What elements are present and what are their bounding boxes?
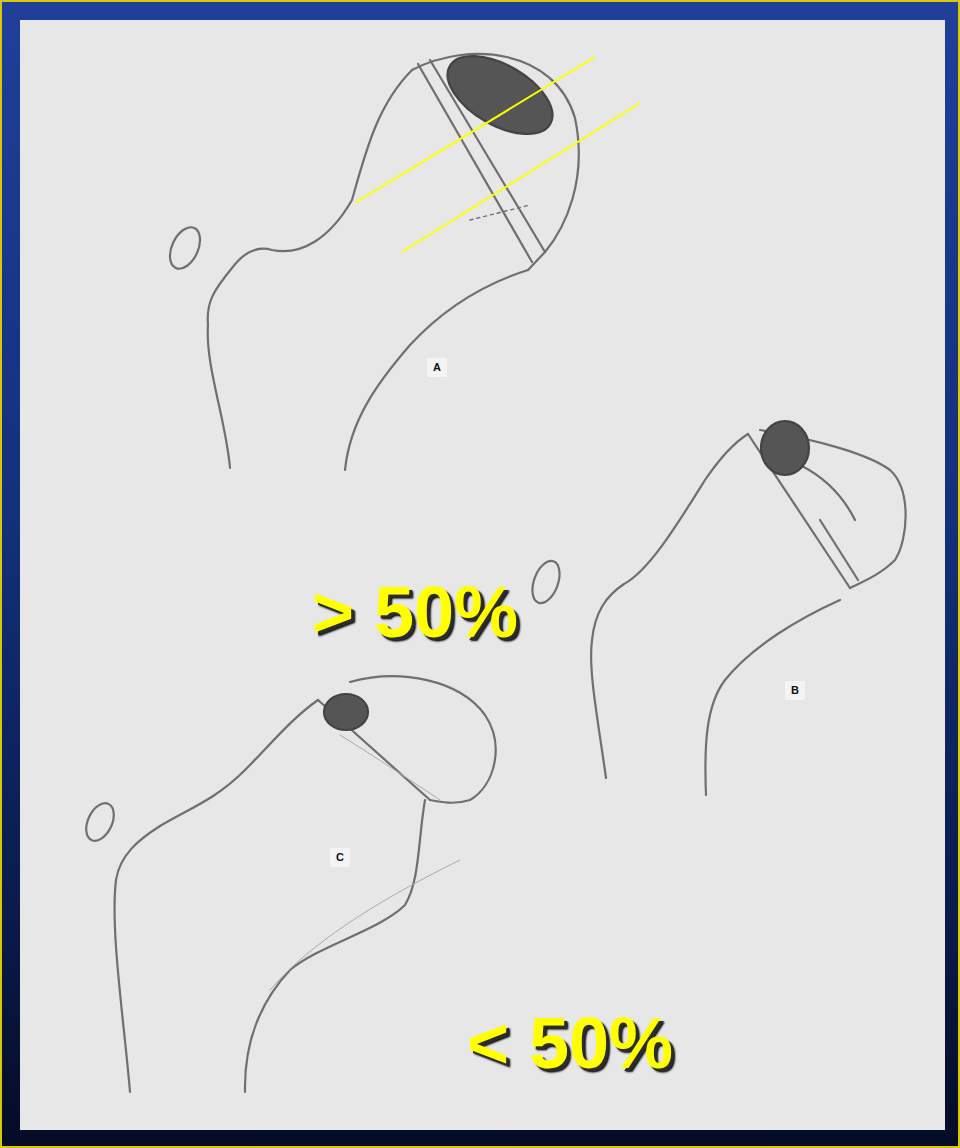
figure-letter: B bbox=[785, 681, 805, 700]
guide-line bbox=[402, 103, 640, 252]
sketch-line bbox=[470, 205, 530, 220]
figure-letter: A bbox=[427, 358, 447, 377]
sketch-line bbox=[270, 735, 460, 990]
femoral-head bbox=[350, 676, 496, 802]
guide-line bbox=[355, 57, 595, 203]
femur-outline bbox=[591, 434, 748, 778]
figure-letter: C bbox=[330, 848, 350, 867]
femur-outline bbox=[245, 800, 425, 1092]
percent-label: < 50% bbox=[467, 1007, 673, 1079]
femur-outline bbox=[115, 700, 318, 1092]
lesion bbox=[761, 421, 809, 475]
sketch-line bbox=[800, 465, 858, 580]
trochanter bbox=[527, 557, 565, 607]
femur-sketch-b bbox=[527, 421, 905, 795]
lesion bbox=[435, 40, 565, 150]
yellow-guide-lines bbox=[355, 57, 640, 252]
femur-outline bbox=[705, 600, 840, 795]
femur-outline bbox=[345, 270, 528, 470]
sketch-panel bbox=[20, 20, 945, 1130]
femur-outline bbox=[208, 70, 412, 468]
percent-label: > 50% bbox=[312, 576, 518, 648]
trochanter bbox=[164, 223, 206, 274]
lesion bbox=[324, 694, 368, 730]
trochanter bbox=[81, 799, 120, 845]
femur-sketch-c bbox=[81, 676, 496, 1092]
